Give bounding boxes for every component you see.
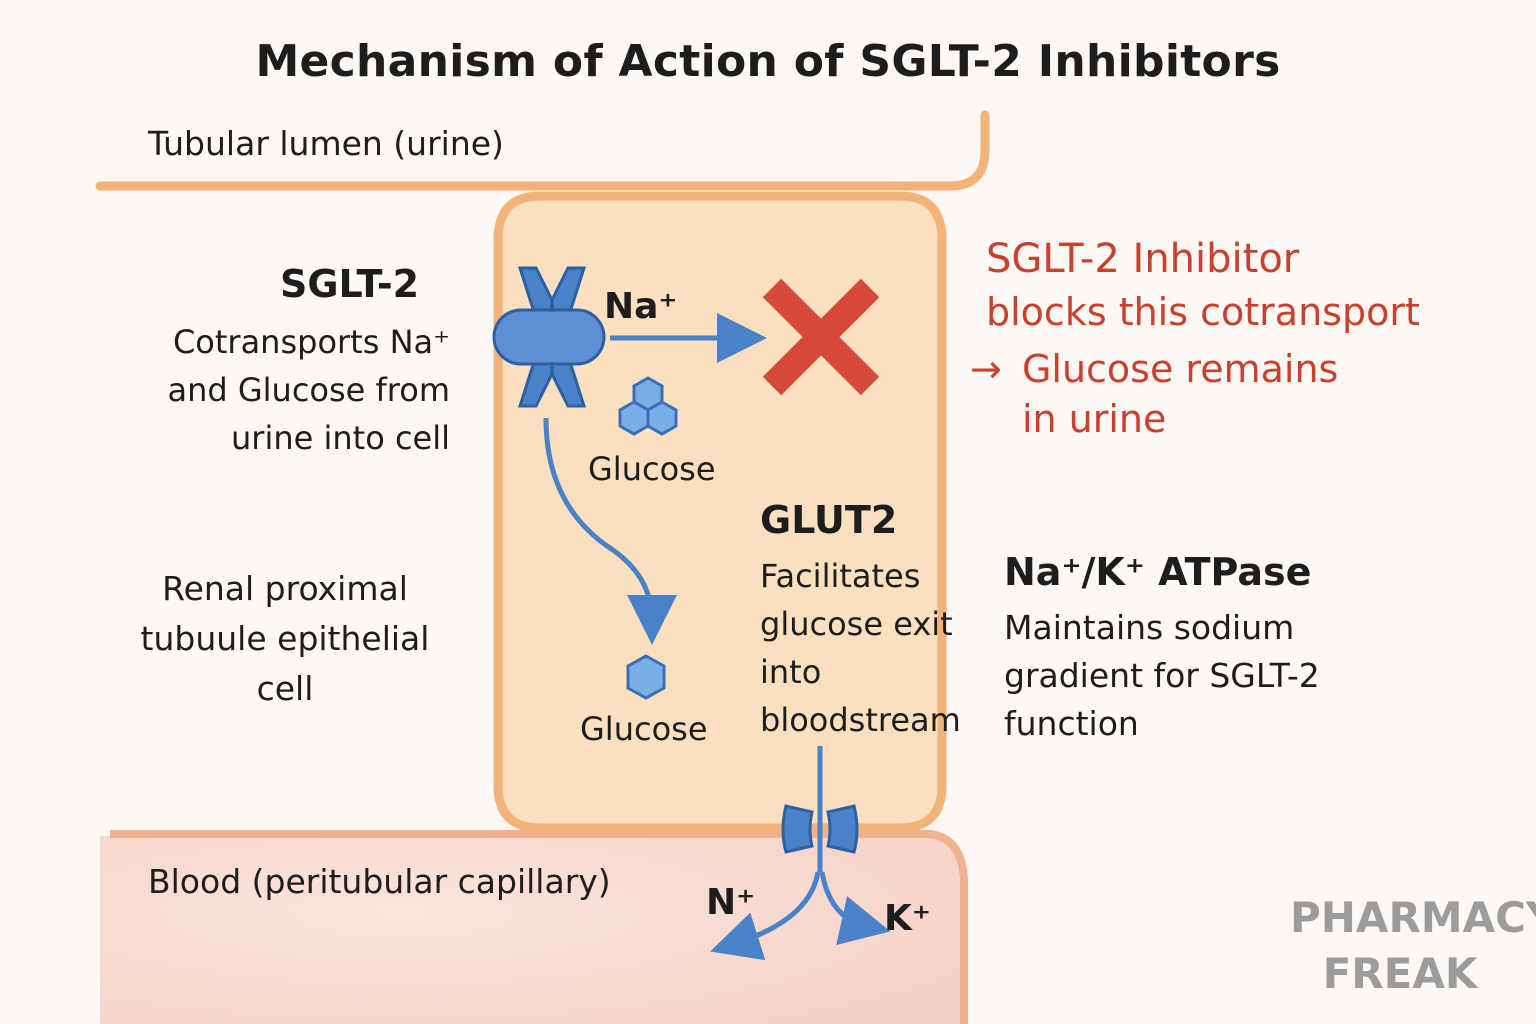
sglt2-description: Cotransports Na⁺ and Glucose from urine … bbox=[167, 323, 450, 457]
glucose-path-arrow bbox=[543, 417, 677, 645]
cell-label: Renal proximal tubuule epithelial cell bbox=[140, 569, 430, 708]
sodium-out-label: N⁺ bbox=[706, 882, 756, 923]
blood-region bbox=[100, 836, 965, 1024]
blood-membrane bbox=[110, 830, 968, 1024]
result-arrow-icon: → bbox=[970, 347, 1002, 391]
lumen-label: Tubular lumen (urine) bbox=[148, 124, 504, 163]
glucose-cluster-icon bbox=[618, 376, 678, 436]
glut2-heading: GLUT2 bbox=[760, 498, 898, 542]
sglt2-heading: SGLT-2 bbox=[280, 262, 420, 306]
glut2-description: Facilitates glucose exit into bloodstrea… bbox=[760, 557, 961, 739]
potassium-out-arrow bbox=[819, 871, 891, 945]
inhibitor-result: → Glucose remains in urine bbox=[970, 344, 1352, 444]
sglt2-transporter-icon bbox=[492, 266, 606, 408]
potassium-out-label: K⁺ bbox=[884, 898, 931, 939]
glut2-channel-icon bbox=[781, 804, 859, 854]
atpase-description: Maintains sodium gradient for SGLT-2 fun… bbox=[1004, 608, 1320, 743]
sodium-in-label: Na⁺ bbox=[604, 286, 678, 327]
inhibitor-effect: blocks this cotransport bbox=[986, 290, 1420, 334]
glucose-icon bbox=[626, 654, 666, 700]
blood-label: Blood (peritubular capillary) bbox=[148, 862, 611, 901]
inhibitor-heading: SGLT-2 Inhibitor bbox=[986, 236, 1300, 282]
glucose-label-bottom: Glucose bbox=[580, 710, 708, 748]
brand-watermark: PHARMACY FREAK bbox=[1290, 893, 1536, 998]
block-x-icon bbox=[762, 278, 880, 396]
lumen-membrane bbox=[95, 110, 990, 191]
diagram-title: Mechanism of Action of SGLT-2 Inhibitors bbox=[255, 36, 1281, 87]
glucose-label-top: Glucose bbox=[588, 450, 716, 488]
atpase-heading: Na⁺/K⁺ ATPase bbox=[1004, 550, 1312, 594]
sodium-out-arrow bbox=[710, 871, 821, 961]
inhibitor-result-text: Glucose remains in urine bbox=[1021, 347, 1339, 441]
